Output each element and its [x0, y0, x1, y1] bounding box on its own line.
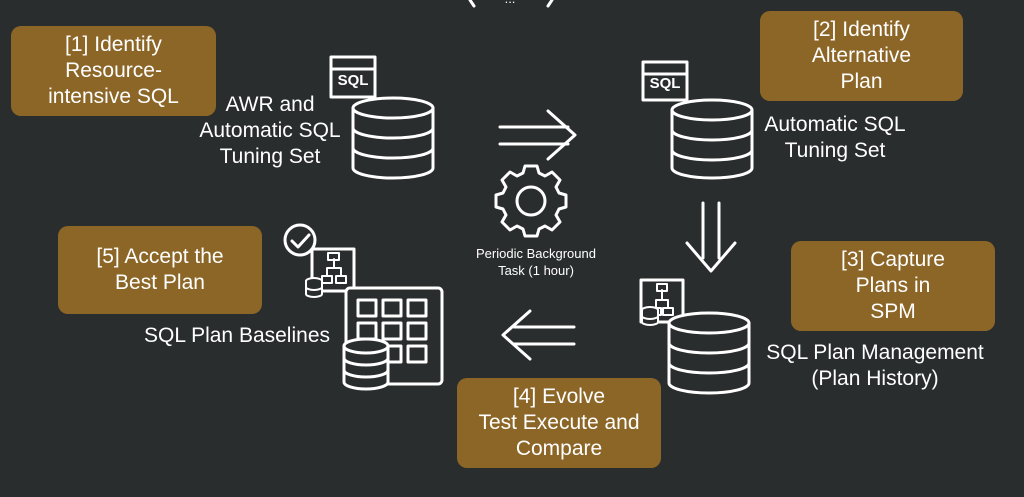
plan-tree-icon — [639, 278, 685, 326]
auto-sts-store-label: Automatic SQL Tuning Set — [750, 112, 920, 164]
step-1-line: intensive SQL — [48, 85, 179, 108]
awr-store-line: Automatic SQL — [199, 119, 341, 142]
background-task-label: Periodic Background Task (1 hour) — [461, 245, 611, 279]
step-4-line: Test Execute and — [478, 411, 640, 434]
step-2-line: Alternative — [811, 44, 912, 67]
arrow-left-icon — [501, 309, 576, 361]
step-1-line: Resource- — [65, 59, 162, 82]
step-3-line: [3] Capture — [841, 248, 945, 271]
awr-store-label: AWR and Automatic SQL Tuning Set — [180, 92, 360, 170]
auto-sts-store-line: Automatic SQL — [764, 113, 906, 136]
step-4-line: [4] Evolve — [512, 385, 606, 408]
spm-store-line: (Plan History) — [811, 367, 939, 390]
background-task-line: Task (1 hour) — [498, 263, 574, 278]
step-4-box: [4] Evolve Test Execute and Compare — [457, 378, 661, 468]
step-5-box: [5] Accept the Best Plan — [58, 226, 262, 314]
sql-badge-icon — [641, 60, 689, 102]
database-icon — [342, 337, 390, 391]
title-fragment-icon — [468, 0, 554, 8]
awr-store-line: AWR and — [225, 93, 315, 116]
step-3-line: SPM — [870, 300, 916, 323]
step-3-box: [3] Capture Plans in SPM — [791, 241, 995, 331]
spm-store-label: SQL Plan Management (Plan History) — [752, 340, 998, 392]
step-1-box: [1] Identify Resource- intensive SQL — [11, 26, 216, 116]
sql-badge-text: SQL — [338, 72, 369, 89]
sql-badge-icon — [329, 55, 377, 99]
step-5-line: [5] Accept the — [96, 245, 224, 268]
check-circle-icon — [283, 223, 317, 257]
auto-sts-store-line: Tuning Set — [784, 139, 886, 162]
title-fragment: ... — [480, 0, 540, 7]
database-icon — [667, 311, 751, 395]
step-5-line: Best Plan — [115, 271, 205, 294]
sql-badge-text: SQL — [650, 75, 681, 92]
database-icon — [351, 96, 435, 180]
plan-tree-icon — [305, 247, 356, 298]
step-2-line: Plan — [840, 70, 883, 93]
spm-store-line: SQL Plan Management — [766, 341, 984, 364]
step-3-line: Plans in — [855, 274, 931, 297]
arrow-right-icon — [498, 109, 577, 161]
step-2-line: [2] Identify — [813, 18, 910, 41]
awr-store-line: Tuning Set — [219, 145, 321, 168]
baselines-store-label: SQL Plan Baselines — [132, 323, 342, 349]
arrow-down-icon — [685, 201, 737, 273]
step-1-line: [1] Identify — [65, 33, 162, 56]
database-icon — [670, 98, 754, 180]
step-4-line: Compare — [515, 437, 603, 460]
background-task-line: Periodic Background — [476, 246, 596, 261]
gear-icon — [494, 164, 568, 238]
baselines-store-line: SQL Plan Baselines — [144, 324, 330, 347]
step-2-box: [2] Identify Alternative Plan — [760, 11, 963, 101]
title-fragment-text: ... — [480, 0, 540, 7]
